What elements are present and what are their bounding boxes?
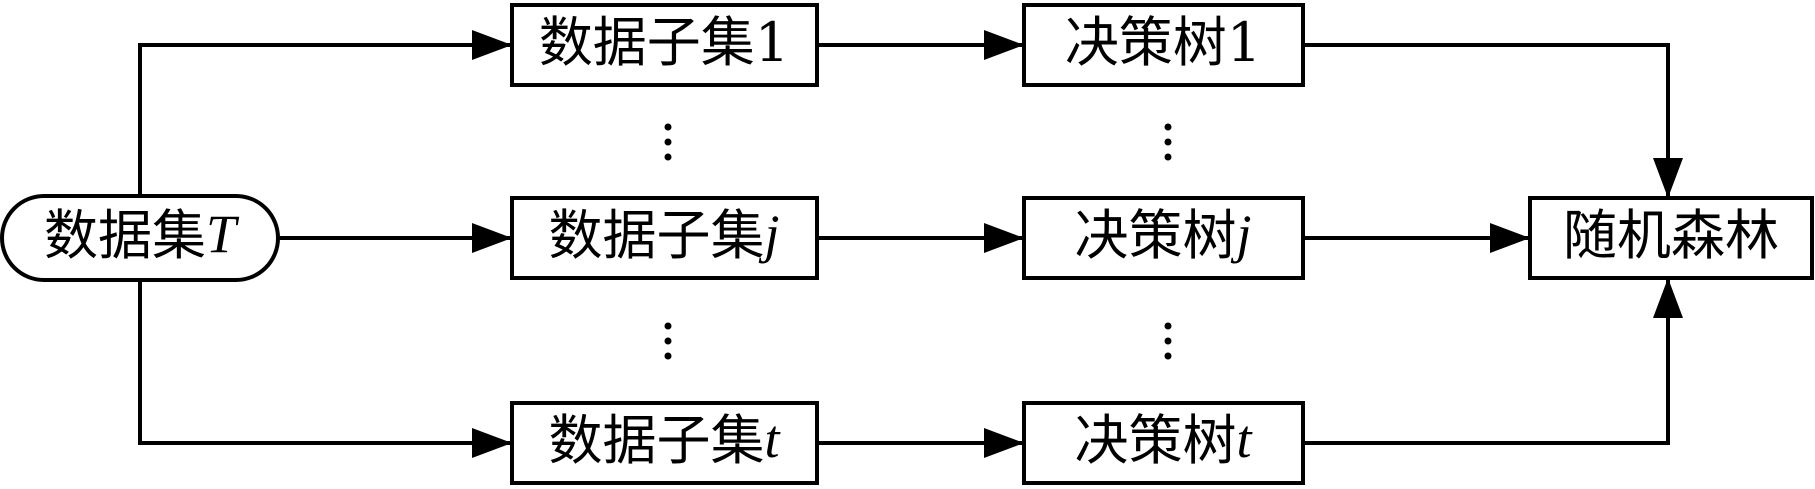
tree-node-t: 决策树t <box>1022 401 1305 485</box>
subset-label-1: 数据子集1 <box>539 11 789 74</box>
tree-node-1: 决策树1 <box>1022 3 1305 87</box>
tree-ellipsis-upper <box>1164 123 1172 161</box>
subset-node-1: 数据子集1 <box>510 3 819 87</box>
subset-node-t: 数据子集t <box>510 401 819 485</box>
connectors <box>138 30 1683 458</box>
edge-source-to-subset-1 <box>138 30 512 196</box>
source-node: 数据集T <box>0 194 280 282</box>
subset-label-j: 数据子集j <box>548 204 779 267</box>
random-forest-node: 随机森林 <box>1528 196 1814 280</box>
subset-ellipsis-lower <box>664 322 672 360</box>
subset-ellipsis-upper <box>664 123 672 161</box>
tree-node-j: 决策树j <box>1022 196 1305 280</box>
edge-source-to-subset-t <box>138 280 512 458</box>
tree-label-t: 决策树t <box>1074 409 1253 472</box>
subset-label-t: 数据子集t <box>548 409 781 472</box>
random-forest-label: 随机森林 <box>1563 204 1779 267</box>
subset-node-j: 数据子集j <box>510 196 819 280</box>
edge-tree-1-to-forest <box>1303 43 1683 198</box>
source-label: 数据集T <box>44 204 240 267</box>
tree-ellipsis-lower <box>1164 322 1172 360</box>
tree-label-j: 决策树j <box>1074 204 1251 267</box>
edge-tree-t-to-forest <box>1303 278 1683 445</box>
tree-label-1: 决策树1 <box>1065 11 1261 74</box>
